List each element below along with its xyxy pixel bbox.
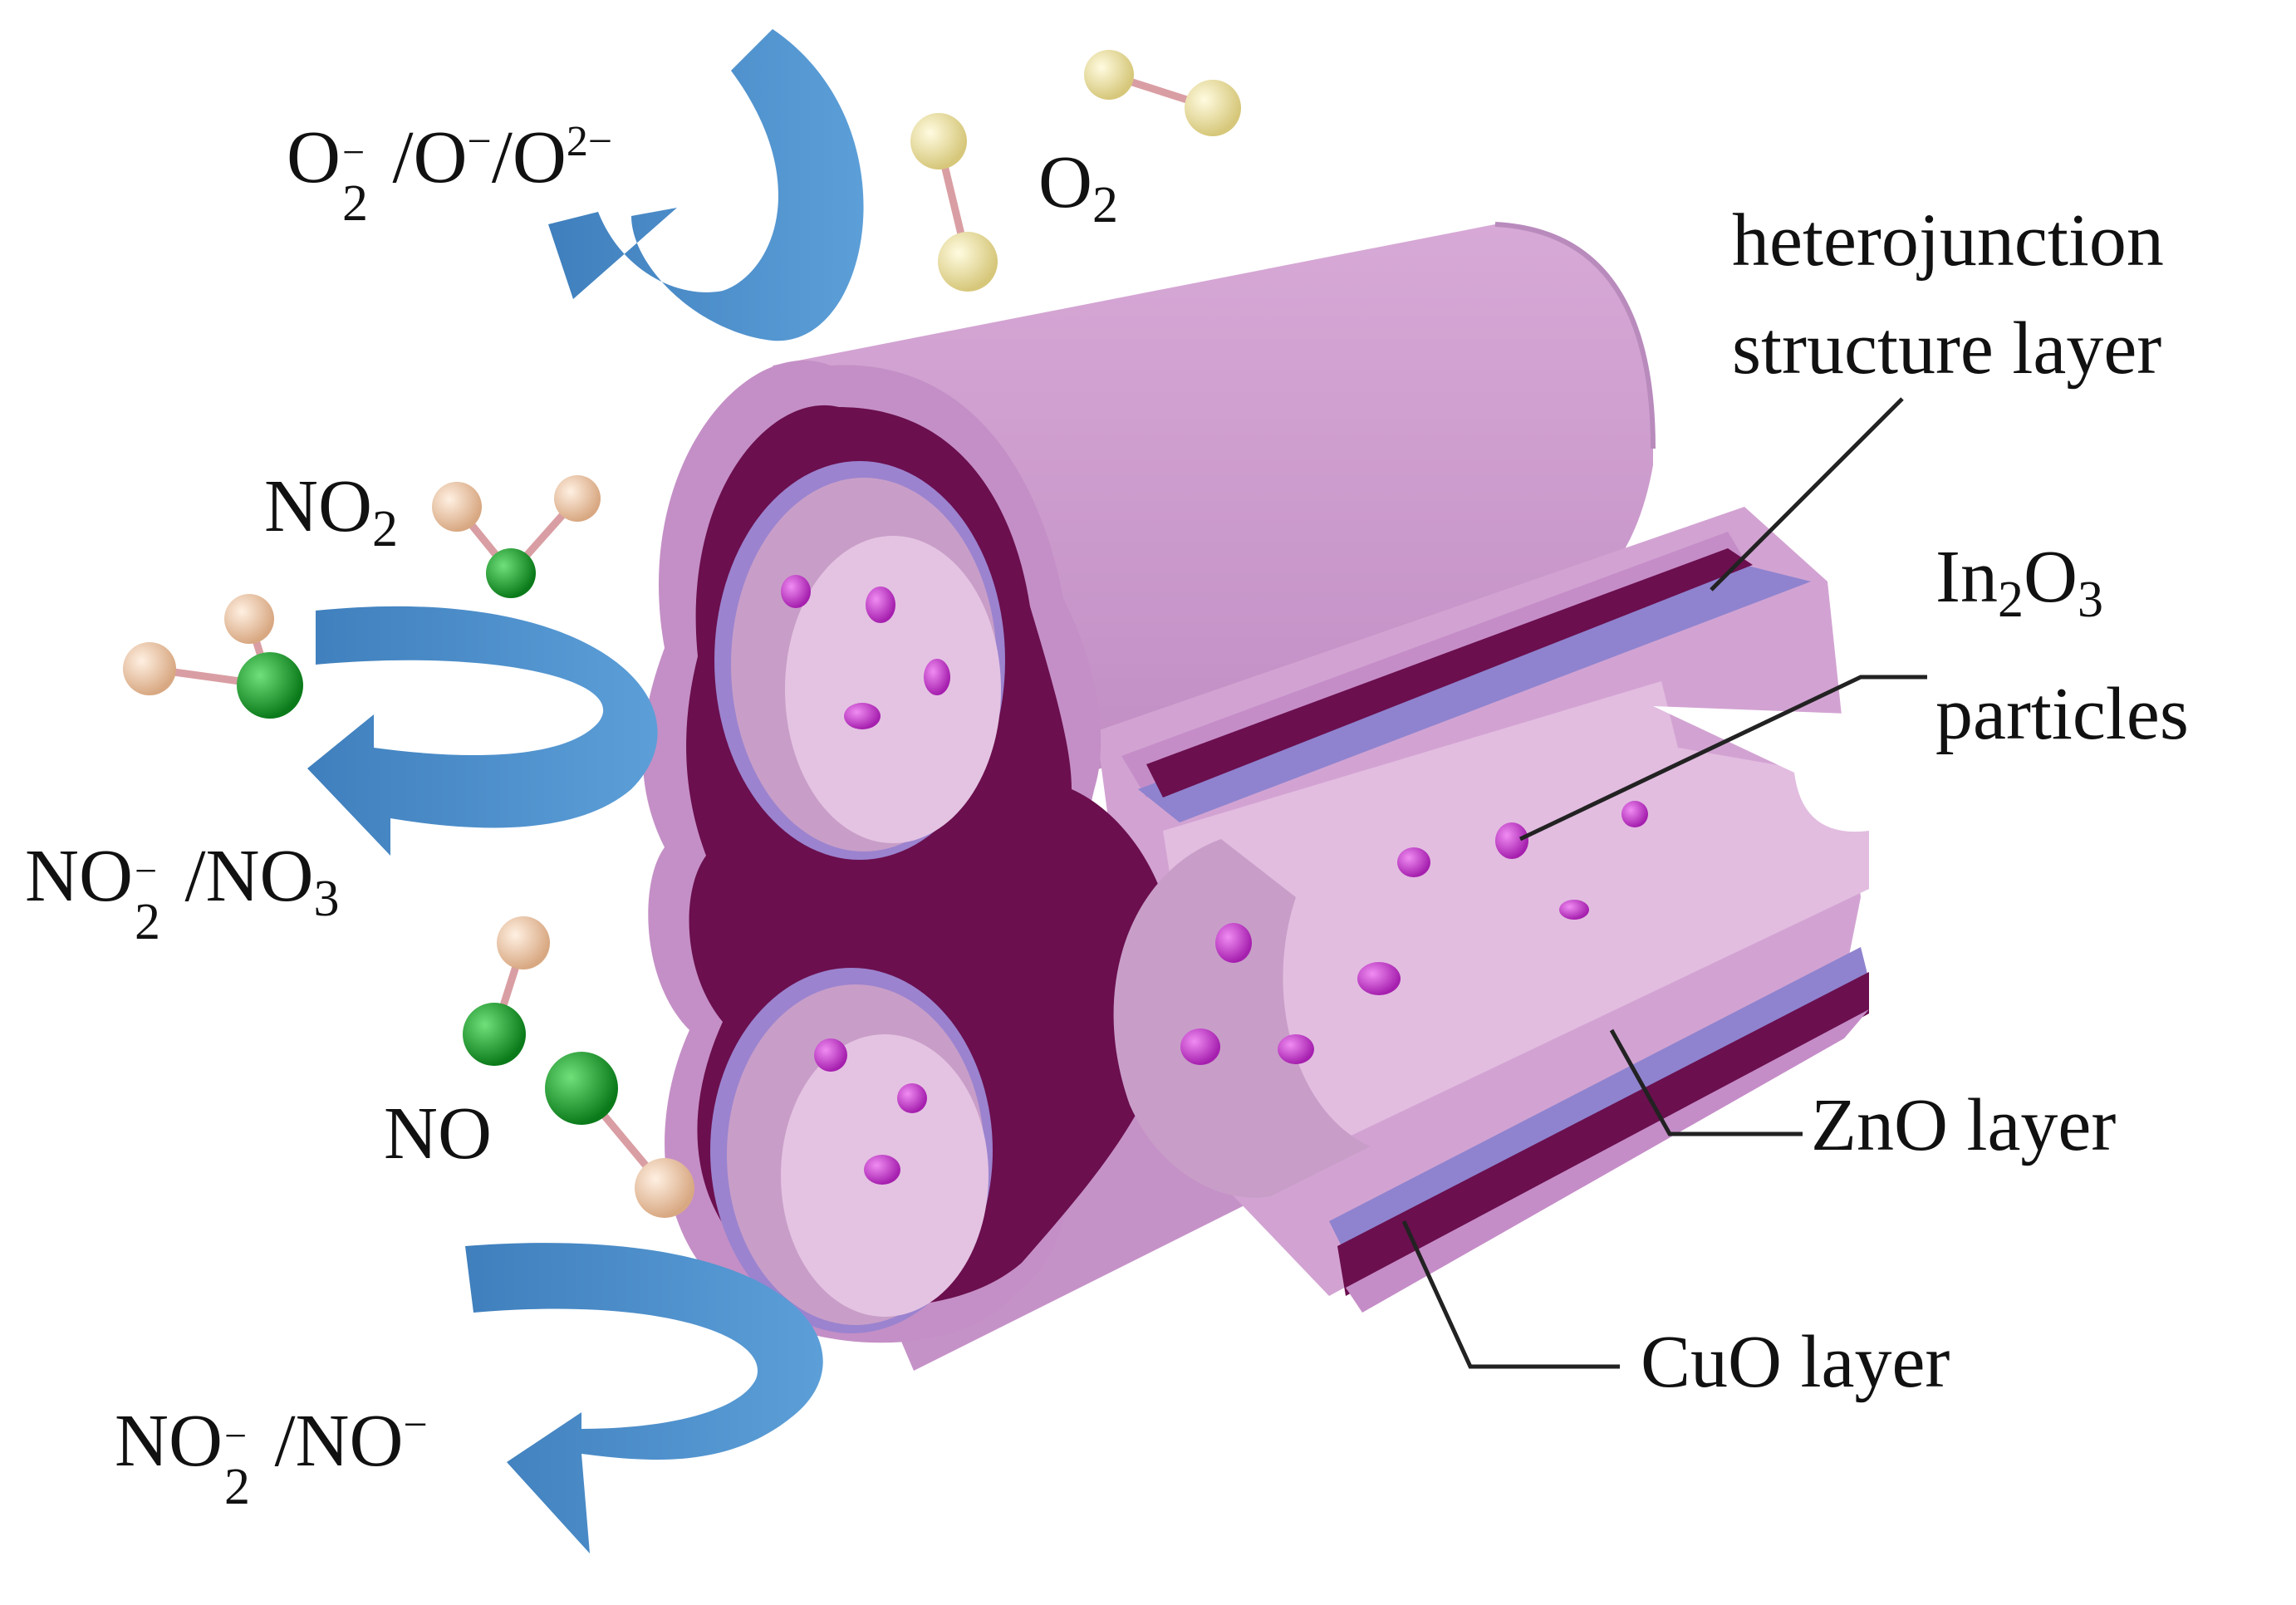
label-heterojunction-line2: structure layer: [1732, 307, 2162, 390]
leader-lines: [1401, 397, 1927, 1369]
leader-zno: [1609, 1028, 1803, 1136]
label-o2-gas: O2: [1038, 141, 1118, 233]
in2o3-particle: [1397, 847, 1430, 877]
in2o3-particle: [1357, 962, 1401, 995]
in2o3-particle: [844, 703, 881, 729]
label-no-ions: NO−2 /NO−: [115, 1400, 428, 1515]
open-tube: [1096, 507, 1869, 1313]
label-heterojunction-line1: heterojunction: [1732, 199, 2164, 282]
leader-cuo: [1401, 1220, 1620, 1369]
in2o3-particle: [864, 1155, 900, 1185]
in2o3-particle: [1180, 1028, 1220, 1065]
in2o3-particle: [1215, 923, 1252, 963]
label-no2-gas: NO2: [264, 465, 398, 557]
arrow-o2: [548, 29, 864, 341]
label-cuo-layer: CuO layer: [1641, 1321, 1950, 1403]
in2o3-particle: [814, 1038, 847, 1072]
in2o3-particle: [897, 1083, 927, 1113]
label-particles: particles: [1935, 673, 2189, 755]
label-in2o3: In2O3: [1935, 536, 2103, 628]
label-zno-layer: ZnO layer: [1811, 1084, 2117, 1166]
in2o3-particle: [1495, 822, 1528, 859]
leader-in2o3: [1518, 675, 1927, 842]
arrows: [307, 29, 864, 1553]
in2o3-particle: [924, 659, 950, 695]
no2-molecule-1: [432, 475, 601, 598]
in2o3-particle: [1621, 801, 1648, 827]
in2o3-particle: [781, 575, 811, 608]
in2o3-particles: [781, 575, 1648, 1185]
o2-molecule-1: [910, 113, 998, 292]
in2o3-particle: [1559, 900, 1589, 920]
no-molecule-1: [463, 916, 550, 1066]
arrow-no: [465, 1243, 823, 1553]
in2o3-particle: [1278, 1034, 1314, 1064]
o2-molecule-2: [1084, 50, 1241, 136]
label-no2-ions: NO−2 /NO3: [25, 835, 340, 950]
arrow-no2: [307, 606, 658, 856]
tube-cross-section: [642, 360, 1371, 1343]
in2o3-particle: [866, 587, 895, 623]
no2-molecule-2: [123, 594, 303, 719]
leader-heterojunction: [1710, 397, 1904, 591]
no-molecule-2: [545, 1052, 694, 1218]
label-oxygen-ions: O−2 /O−/O2−: [287, 116, 613, 232]
label-no-gas: NO: [384, 1092, 492, 1175]
